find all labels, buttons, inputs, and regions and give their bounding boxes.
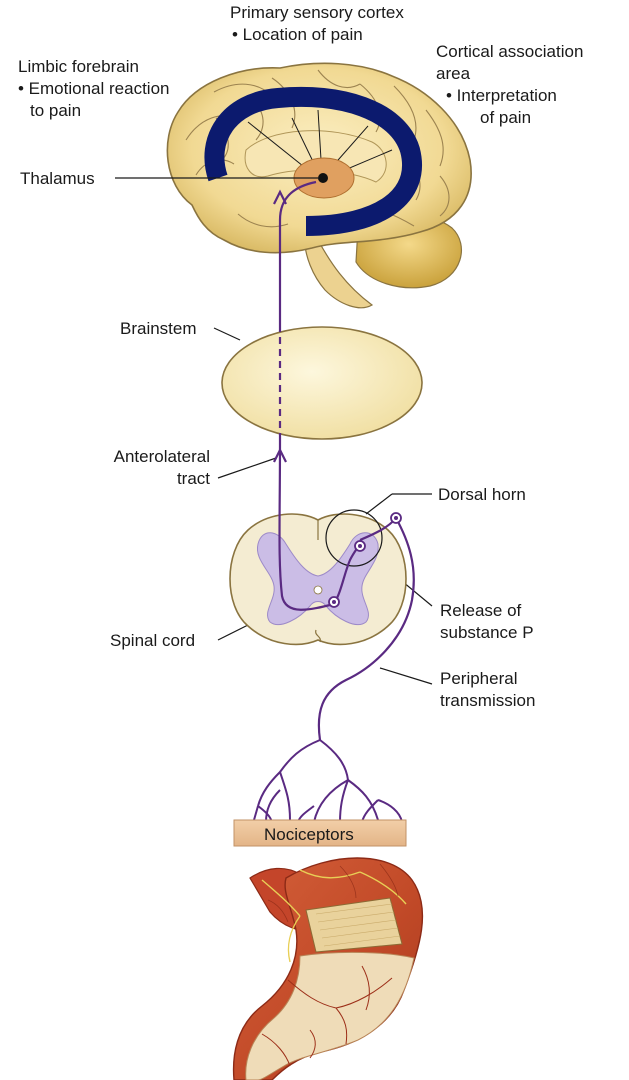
peripheral-line1: Peripheral bbox=[440, 668, 535, 690]
brainstem-leader bbox=[214, 328, 240, 340]
cortical-line4: of pain bbox=[436, 107, 583, 129]
anterolateral-line1: Anterolateral bbox=[94, 446, 210, 468]
peripheral-line2: transmission bbox=[440, 690, 535, 712]
anterolateral-tract-label: Anterolateral tract bbox=[94, 446, 210, 490]
cortical-line1: Cortical association bbox=[436, 41, 583, 63]
thalamus-label: Thalamus bbox=[20, 168, 95, 190]
primary-cortex-line2: • Location of pain bbox=[230, 24, 404, 46]
cortical-association-label: Cortical association area • Interpretati… bbox=[436, 41, 583, 129]
brainstem-section bbox=[222, 327, 422, 439]
peripheral-leader bbox=[380, 668, 432, 684]
limbic-line3: to pain bbox=[18, 100, 169, 122]
anterolateral-line2: tract bbox=[94, 468, 210, 490]
cortical-line3: • Interpretation bbox=[436, 85, 583, 107]
central-canal bbox=[314, 586, 322, 594]
peripheral-branches bbox=[254, 740, 402, 822]
spinal-cord-leader bbox=[218, 624, 250, 640]
stomach-illustration bbox=[234, 858, 423, 1080]
dorsal-horn-label: Dorsal horn bbox=[438, 484, 526, 506]
substance-p-line1: Release of bbox=[440, 600, 534, 622]
brainstem-label: Brainstem bbox=[120, 318, 197, 340]
limbic-forebrain-label: Limbic forebrain • Emotional reaction to… bbox=[18, 56, 169, 122]
primary-sensory-cortex-label: Primary sensory cortex • Location of pai… bbox=[230, 2, 404, 46]
limbic-line1: Limbic forebrain bbox=[18, 56, 169, 78]
dorsal-horn-leader-2 bbox=[366, 494, 392, 514]
nociceptors-label: Nociceptors bbox=[264, 824, 354, 846]
cortical-line2: area bbox=[436, 63, 583, 85]
limbic-line2: • Emotional reaction bbox=[18, 78, 169, 100]
substance-p-line2: substance P bbox=[440, 622, 534, 644]
thalamus-dot bbox=[318, 173, 328, 183]
primary-cortex-line1: Primary sensory cortex bbox=[230, 2, 404, 24]
substance-p-label: Release of substance P bbox=[440, 600, 534, 644]
spinal-cord-label: Spinal cord bbox=[110, 630, 195, 652]
anterolateral-leader bbox=[218, 458, 276, 478]
peripheral-transmission-label: Peripheral transmission bbox=[440, 668, 535, 712]
